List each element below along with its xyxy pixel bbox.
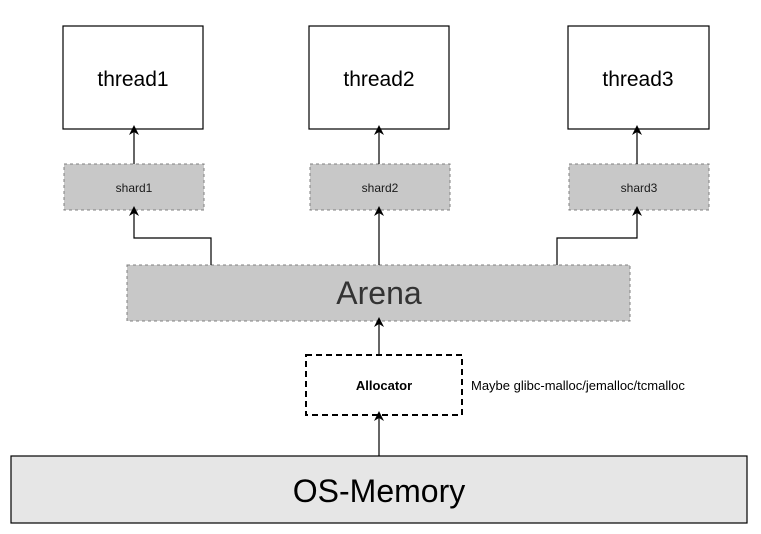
shard-box	[309, 163, 451, 211]
allocator-note: Maybe glibc-malloc/jemalloc/tcmalloc	[471, 378, 685, 393]
arena-label: Arena	[336, 275, 422, 311]
thread-label: thread1	[97, 68, 168, 91]
arena-box	[126, 264, 631, 322]
thread-node: thread1	[62, 25, 204, 130]
thread-box	[62, 25, 204, 130]
arena-node: Arena	[126, 264, 631, 322]
arena-to-shard-arrow	[129, 206, 212, 265]
os-memory-box	[10, 455, 748, 524]
allocator-label: Allocator	[356, 378, 412, 393]
thread-label: thread3	[602, 68, 673, 91]
os-memory-label: OS-Memory	[293, 473, 465, 509]
shard-node: shard1	[63, 163, 205, 211]
arena-to-shard-arrow	[556, 206, 642, 265]
shard-box	[63, 163, 205, 211]
thread-box	[567, 25, 710, 130]
thread-node: thread2	[308, 25, 450, 130]
thread-label: thread2	[343, 68, 414, 91]
os-memory-node: OS-Memory	[10, 455, 748, 524]
shard-node: shard2	[309, 163, 451, 211]
shard-label: shard2	[362, 181, 399, 195]
thread-box	[308, 25, 450, 130]
shard-node: shard3	[568, 163, 710, 211]
thread-node: thread3	[567, 25, 710, 130]
shard-label: shard1	[116, 181, 153, 195]
shard-label: shard3	[621, 181, 658, 195]
shard-box	[568, 163, 710, 211]
allocator-node: Allocator	[305, 354, 463, 416]
allocator-box	[305, 354, 463, 416]
